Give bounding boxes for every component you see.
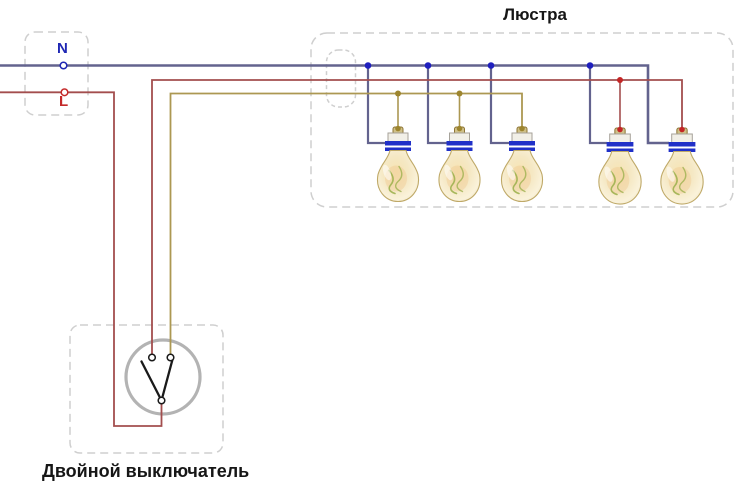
supply-box	[24, 31, 89, 116]
wire-neutral-bus	[0, 64, 669, 145]
bulb-filament	[456, 165, 464, 193]
wire-neutral-drop-4	[588, 65, 607, 145]
layer-bulbs	[376, 125, 704, 205]
layer-ring	[124, 338, 202, 416]
bulb-glass	[660, 150, 704, 205]
bulb-glass	[438, 149, 481, 203]
neutral-label: N	[57, 40, 68, 57]
bulb-5	[660, 126, 704, 205]
bulb-contact-dot	[456, 125, 463, 132]
bulb-filament	[388, 169, 396, 195]
bulb-band	[668, 142, 696, 147]
bulb-1	[376, 125, 420, 203]
switch-common-terminal	[157, 396, 166, 405]
bulb-highlight	[666, 166, 675, 182]
layer-switch	[59, 61, 175, 405]
bulb-highlight	[604, 166, 613, 182]
switch-box	[69, 324, 224, 454]
bulb-highlight	[382, 164, 392, 181]
bulb-band	[385, 141, 411, 146]
bulb-3	[500, 125, 544, 203]
switch-left-terminal	[147, 353, 157, 362]
junction-dot	[395, 90, 401, 97]
bulb-glass	[376, 149, 420, 203]
bulb-highlight	[506, 164, 516, 181]
bulb-cap	[511, 132, 533, 142]
supply-n-terminal	[59, 61, 68, 70]
junction-dot	[487, 62, 495, 69]
connector-box	[325, 49, 357, 108]
wire-neutral-drop-3	[489, 65, 511, 145]
bulb-filament	[616, 166, 625, 194]
switch-right-terminal	[166, 353, 175, 362]
bulb-filament	[449, 169, 458, 195]
layer-junctions	[364, 62, 623, 97]
bulb-4	[598, 126, 642, 205]
junction-dot	[424, 62, 432, 69]
bulb-filament	[678, 166, 687, 194]
bulb-glass	[598, 150, 642, 205]
bulb-band	[509, 147, 535, 151]
bulb-cap	[609, 133, 631, 143]
bulb-filament	[672, 170, 680, 196]
junction-dot	[364, 62, 372, 69]
switch-label: Двойной выключатель	[42, 461, 250, 481]
bulb-highlight	[444, 164, 453, 181]
bulb-band	[446, 141, 473, 146]
bulb-band	[606, 142, 634, 147]
bulb-band	[385, 147, 411, 151]
layer-wires	[0, 64, 683, 427]
wire-phase-supply	[0, 91, 163, 427]
switch-blade	[140, 360, 163, 402]
bulb-contact-dot	[519, 125, 525, 132]
supply-l-terminal	[60, 88, 69, 97]
bulb-filament	[512, 169, 520, 195]
layer-boxes	[24, 31, 734, 454]
junction-dot	[456, 90, 463, 97]
bulb-2	[438, 125, 481, 203]
chandelier-box	[310, 32, 734, 208]
bulb-filament	[610, 170, 618, 196]
bulb-contact-dot	[679, 126, 685, 133]
bulb-band	[668, 148, 696, 152]
junction-dot	[586, 62, 594, 69]
wire-switched-branch	[169, 92, 523, 354]
bulb-band	[509, 141, 535, 146]
bulb-filament	[394, 165, 403, 193]
bulb-contact-dot	[395, 125, 401, 132]
switch-blade	[160, 358, 174, 402]
junction-dot	[617, 77, 623, 83]
chandelier-label: Люстра	[503, 5, 567, 24]
bulb-cap	[671, 133, 693, 143]
bulb-band	[446, 147, 473, 151]
wire-phase-switched	[151, 79, 683, 354]
bulb-cap	[387, 132, 409, 142]
wire-neutral-drop-2	[426, 65, 448, 145]
wire-neutral-drop-1	[366, 65, 387, 145]
bulb-glass	[500, 149, 544, 203]
switch-ring	[124, 338, 202, 416]
bulb-band	[606, 148, 634, 152]
bulb-cap	[449, 132, 470, 142]
bulb-filament	[518, 165, 527, 193]
line-label: L	[59, 93, 69, 110]
bulb-contact-dot	[617, 126, 623, 133]
